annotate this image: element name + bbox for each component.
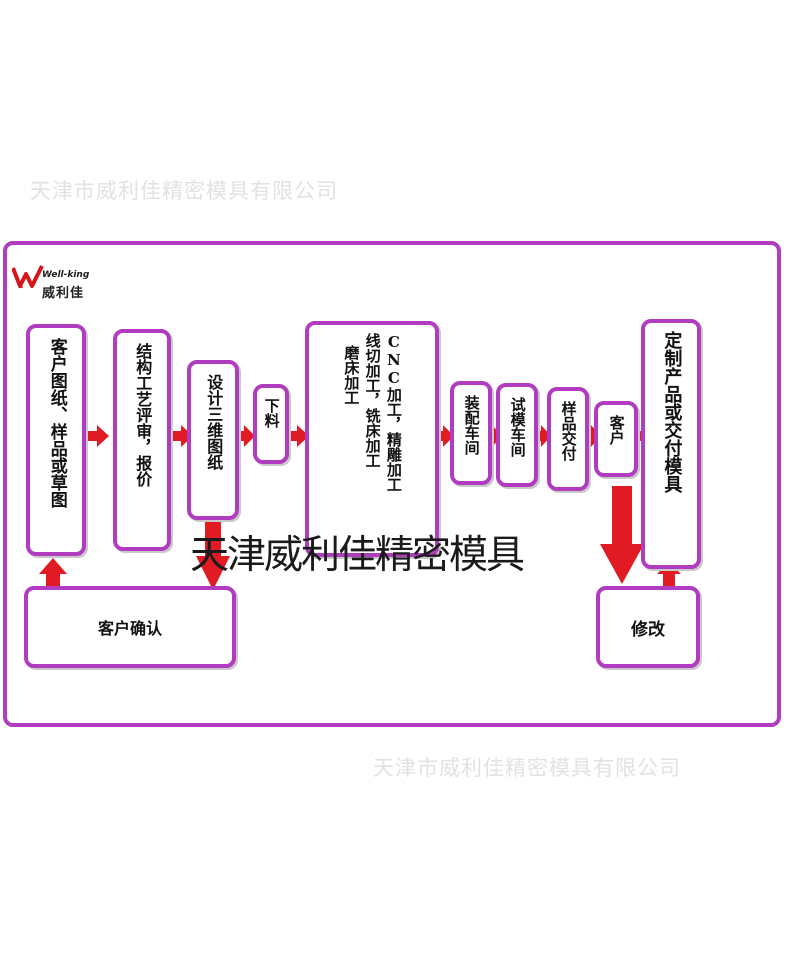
step-customer-drawing: 客户图纸、样品或草图 — [26, 324, 86, 556]
step-sample-delivery: 样品交付 — [547, 387, 589, 491]
arrow-right-icon — [88, 425, 109, 447]
step-assembly-label: 装配车间 — [462, 395, 481, 455]
company-logo: Well-king 威利佳 — [12, 262, 94, 304]
step-modify: 修改 — [596, 586, 700, 668]
logo-mark-icon — [12, 265, 44, 289]
step-assembly: 装配车间 — [450, 381, 492, 485]
step-customer-label: 客户 — [607, 415, 626, 445]
step-design-3d-label: 设计三维图纸 — [204, 374, 224, 470]
arrow-down-icon — [196, 520, 230, 590]
arrow-up-icon — [39, 558, 67, 590]
step-cutting: 下料 — [253, 384, 289, 464]
step-customer-drawing-label: 客户图纸、样品或草图 — [46, 338, 67, 508]
logo-chinese-text: 威利佳 — [42, 286, 85, 301]
step-final-delivery: 定制产品或交付模具 — [641, 319, 701, 569]
watermark-top: 天津市威利佳精密模具有限公司 — [30, 179, 338, 203]
step-cutting-label: 下料 — [262, 398, 281, 428]
step-grinding-label: 磨床加工 — [342, 345, 361, 405]
arrow-right-icon — [537, 425, 551, 447]
step-trial-label: 试模车间 — [508, 397, 527, 457]
watermark-bottom: 天津市威利佳精密模具有限公司 — [373, 756, 681, 780]
step-structure-review: 结构工艺评审，报价 — [113, 329, 171, 551]
step-machining-wire-label: 线切加工，铣床加工 — [363, 333, 382, 468]
step-modify-label: 修改 — [631, 619, 665, 640]
step-design-3d: 设计三维图纸 — [187, 360, 239, 520]
step-machining-cnc-label: CNC加工，精雕加工 — [384, 333, 403, 492]
arrow-right-icon — [288, 425, 309, 447]
arrow-right-icon — [238, 425, 255, 447]
arrow-down-icon — [600, 486, 644, 584]
step-machining: CNC加工，精雕加工 线切加工，铣床加工 磨床加工 — [305, 321, 439, 557]
arrow-right-icon — [437, 425, 454, 447]
step-customer-confirm-label: 客户确认 — [97, 619, 162, 638]
step-customer: 客户 — [594, 401, 638, 477]
logo-english-text: Well-king — [42, 270, 90, 280]
step-customer-confirm: 客户确认 — [24, 586, 236, 668]
step-sample-delivery-label: 样品交付 — [559, 401, 578, 461]
overlay-company-name: 天津威利佳精密模具 — [190, 533, 525, 578]
step-trial: 试模车间 — [496, 383, 538, 487]
step-final-delivery-label: 定制产品或交付模具 — [661, 331, 683, 493]
step-structure-review-label: 结构工艺评审，报价 — [133, 343, 153, 487]
